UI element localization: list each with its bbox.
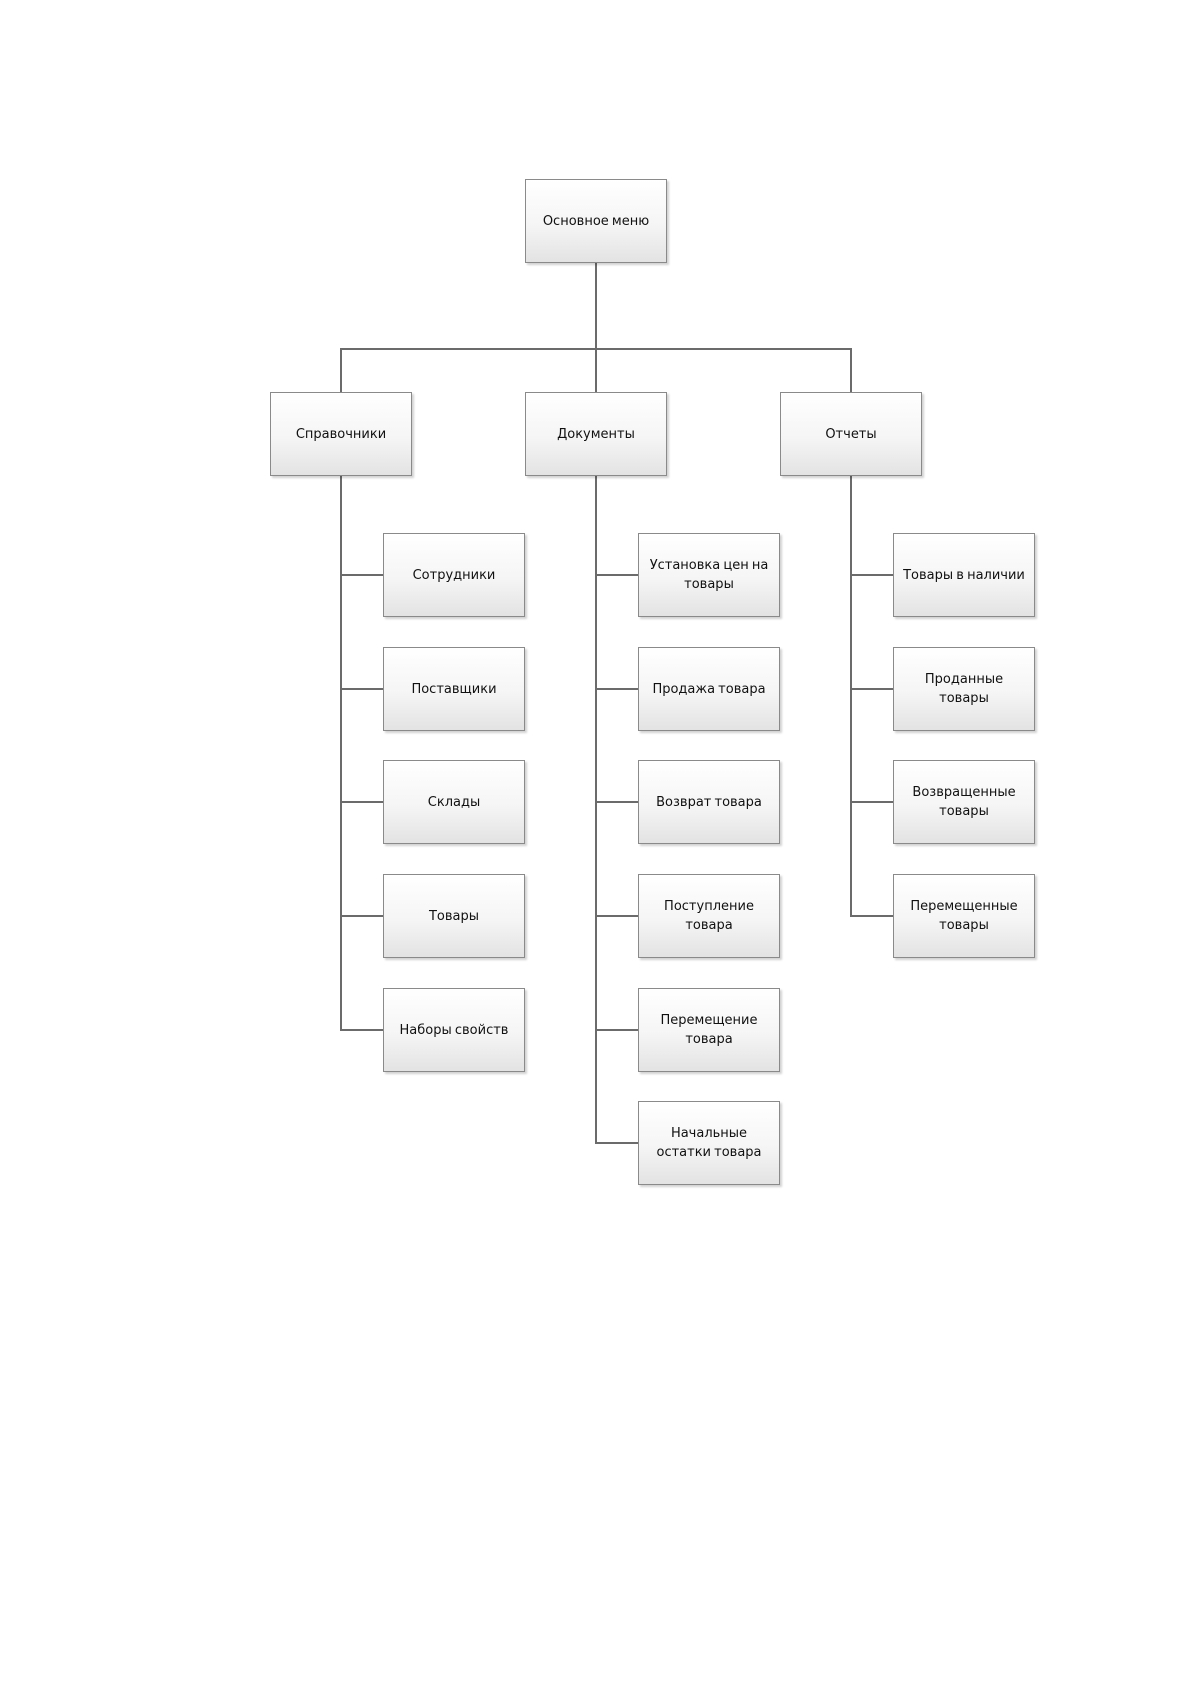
leaf-node: Продажа товара <box>638 647 780 731</box>
leaf-node: Возврат товара <box>638 760 780 844</box>
connector-line <box>850 476 852 917</box>
leaf-node: Наборы свойств <box>383 988 525 1072</box>
connector-line <box>595 1142 638 1144</box>
leaf-node: Склады <box>383 760 525 844</box>
connector-line <box>595 688 638 690</box>
category-node-documents: Документы <box>525 392 667 476</box>
connector-line <box>595 574 638 576</box>
connector-line <box>340 688 383 690</box>
node-label: Сотрудники <box>413 566 496 585</box>
leaf-node: Поставщики <box>383 647 525 731</box>
category-node-directories: Справочники <box>270 392 412 476</box>
connector-line <box>340 801 383 803</box>
leaf-node: Установка цен на товары <box>638 533 780 617</box>
node-label: Товары в наличии <box>903 566 1025 585</box>
connector-line <box>850 688 893 690</box>
node-label: Возвращенные товары <box>900 783 1028 821</box>
connector-line <box>340 476 342 1031</box>
connector-line <box>340 348 342 393</box>
connector-line <box>595 348 597 393</box>
leaf-node: Перемещенные товары <box>893 874 1035 958</box>
leaf-node: Перемещение товара <box>638 988 780 1072</box>
leaf-node: Начальные остатки товара <box>638 1101 780 1185</box>
connector-line <box>595 476 597 1144</box>
connector-line <box>595 801 638 803</box>
node-label: Основное меню <box>543 212 649 231</box>
node-label: Справочники <box>296 425 386 444</box>
node-label: Наборы свойств <box>400 1021 509 1040</box>
node-label: Документы <box>557 425 635 444</box>
node-label: Поступление товара <box>645 897 773 935</box>
connector-line <box>595 1029 638 1031</box>
leaf-node: Поступление товара <box>638 874 780 958</box>
node-label: Продажа товара <box>652 680 765 699</box>
node-label: Начальные остатки товара <box>645 1124 773 1162</box>
leaf-node: Сотрудники <box>383 533 525 617</box>
node-label: Перемещение товара <box>645 1011 773 1049</box>
node-label: Установка цен на товары <box>645 556 773 594</box>
node-label: Отчеты <box>825 425 876 444</box>
leaf-node: Товары в наличии <box>893 533 1035 617</box>
connector-line <box>340 915 383 917</box>
node-label: Проданные товары <box>900 670 1028 708</box>
connector-line <box>595 263 597 349</box>
connector-line <box>850 574 893 576</box>
node-label: Поставщики <box>411 680 496 699</box>
category-node-reports: Отчеты <box>780 392 922 476</box>
connector-line <box>850 915 893 917</box>
leaf-node: Товары <box>383 874 525 958</box>
connector-line <box>595 915 638 917</box>
node-label: Склады <box>428 793 480 812</box>
connector-line <box>340 1029 383 1031</box>
connector-line <box>850 801 893 803</box>
root-node: Основное меню <box>525 179 667 263</box>
connector-line <box>340 574 383 576</box>
leaf-node: Проданные товары <box>893 647 1035 731</box>
node-label: Перемещенные товары <box>900 897 1028 935</box>
connector-line <box>850 348 852 393</box>
node-label: Возврат товара <box>656 793 762 812</box>
node-label: Товары <box>429 907 479 926</box>
leaf-node: Возвращенные товары <box>893 760 1035 844</box>
